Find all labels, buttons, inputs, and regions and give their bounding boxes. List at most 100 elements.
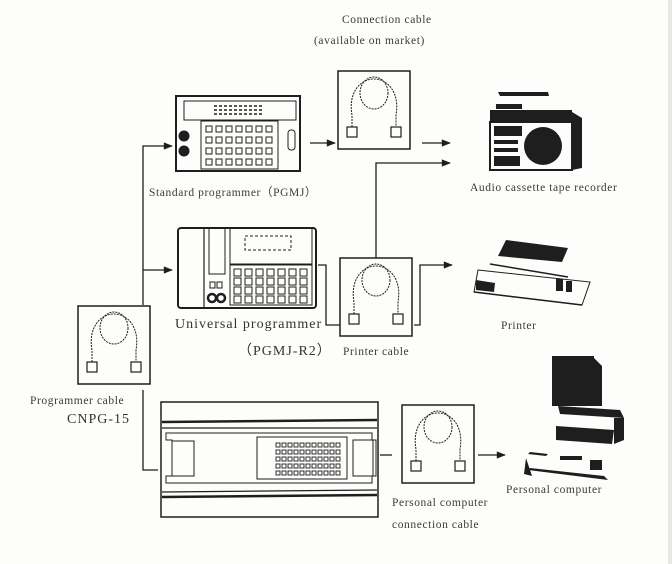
keypad-key <box>335 456 341 462</box>
keypad-key <box>277 277 286 286</box>
universal-programmer-label: Universal programmer <box>175 317 323 332</box>
keypad-key <box>305 470 311 476</box>
audio-recorder-label: Audio cassette tape recorder <box>470 182 618 194</box>
keypad-key <box>288 295 297 304</box>
keypad-key <box>287 456 293 462</box>
keypad-key <box>225 136 233 144</box>
keypad-key <box>281 463 287 469</box>
keypad-key <box>335 449 341 455</box>
keypad-key <box>255 277 264 286</box>
scan-edge <box>668 0 672 564</box>
keypad-key <box>293 456 299 462</box>
keypad-key <box>235 125 243 133</box>
keypad-key <box>299 268 308 277</box>
programmer-cable-icon <box>77 305 151 385</box>
printer-cable-icon <box>339 257 413 337</box>
personal-computer-label: Personal computer <box>506 484 603 496</box>
keypad-key <box>255 286 264 295</box>
keypad-key <box>255 147 263 155</box>
keypad-key <box>233 268 242 277</box>
printer-cable-label: Printer cable <box>343 346 410 358</box>
line-univ-to-printer-cable <box>318 264 340 326</box>
keypad-key <box>215 125 223 133</box>
keypad-key <box>225 147 233 155</box>
universal-programmer-icon <box>177 227 317 309</box>
keypad-key <box>293 449 299 455</box>
keypad-key <box>317 470 323 476</box>
personal-computer-icon <box>524 356 624 480</box>
keypad-key <box>287 463 293 469</box>
keypad-key <box>266 286 275 295</box>
keypad-key <box>277 286 286 295</box>
keypad-key <box>245 125 253 133</box>
keypad-key <box>255 158 263 166</box>
keypad-key <box>299 463 305 469</box>
keypad-key <box>277 268 286 277</box>
keypad-key <box>235 147 243 155</box>
keypad-key <box>281 456 287 462</box>
printer-icon <box>473 240 591 306</box>
keypad-key <box>323 449 329 455</box>
programmer-cable-label: Programmer cable <box>30 395 125 407</box>
keypad-key <box>287 442 293 448</box>
keypad-key <box>329 456 335 462</box>
keypad-key <box>335 442 341 448</box>
keypad-key <box>244 295 253 304</box>
connection-cable-icon <box>337 70 411 150</box>
keypad-key <box>205 158 213 166</box>
keypad-key <box>244 268 253 277</box>
keypad-key <box>266 295 275 304</box>
keypad-key <box>287 470 293 476</box>
keypad-key <box>323 456 329 462</box>
keypad-key <box>265 125 273 133</box>
line-to-standard-programmer <box>142 142 173 305</box>
keypad-key <box>293 442 299 448</box>
keypad-key <box>245 147 253 155</box>
keypad-key <box>245 136 253 144</box>
keypad-key <box>265 147 273 155</box>
keypad-key <box>281 449 287 455</box>
keypad-key <box>311 456 317 462</box>
keypad-key <box>215 136 223 144</box>
keypad-key <box>265 136 273 144</box>
keypad-key <box>305 456 311 462</box>
keypad-key <box>277 295 286 304</box>
keypad-key <box>317 456 323 462</box>
connection-cable-sublabel: (available on market) <box>314 35 425 47</box>
keypad-key <box>235 136 243 144</box>
keypad-key <box>299 449 305 455</box>
keypad-key <box>244 286 253 295</box>
line-to-plc <box>142 390 158 471</box>
keypad-key <box>255 268 264 277</box>
keypad-key <box>215 147 223 155</box>
audio-recorder-icon <box>489 92 582 171</box>
keypad-key <box>299 286 308 295</box>
keypad-key <box>233 286 242 295</box>
keypad-key <box>293 463 299 469</box>
keypad-key <box>299 277 308 286</box>
standard-programmer-label: Standard programmer（PGMJ） <box>149 187 317 199</box>
pc-cable-sublabel: connection cable <box>392 519 480 531</box>
pc-cable-icon <box>401 404 475 484</box>
keypad-key <box>311 449 317 455</box>
keypad-key <box>288 268 297 277</box>
keypad-key <box>311 463 317 469</box>
keypad-key <box>317 463 323 469</box>
pc-cable-label: Personal computer <box>392 497 489 509</box>
line-printer-cable-up <box>375 159 451 258</box>
keypad-key <box>323 463 329 469</box>
keypad-key <box>225 158 233 166</box>
keypad-key <box>311 442 317 448</box>
keypad-key <box>299 456 305 462</box>
keypad-key <box>299 470 305 476</box>
universal-programmer-model: （PGMJ-R2） <box>238 344 332 359</box>
keypad-key <box>281 470 287 476</box>
keypad-key <box>255 125 263 133</box>
keypad-key <box>275 442 281 448</box>
keypad-key <box>293 470 299 476</box>
keypad-key <box>335 463 341 469</box>
keypad-key <box>311 470 317 476</box>
keypad-key <box>205 136 213 144</box>
keypad-key <box>233 295 242 304</box>
keypad-key <box>323 470 329 476</box>
